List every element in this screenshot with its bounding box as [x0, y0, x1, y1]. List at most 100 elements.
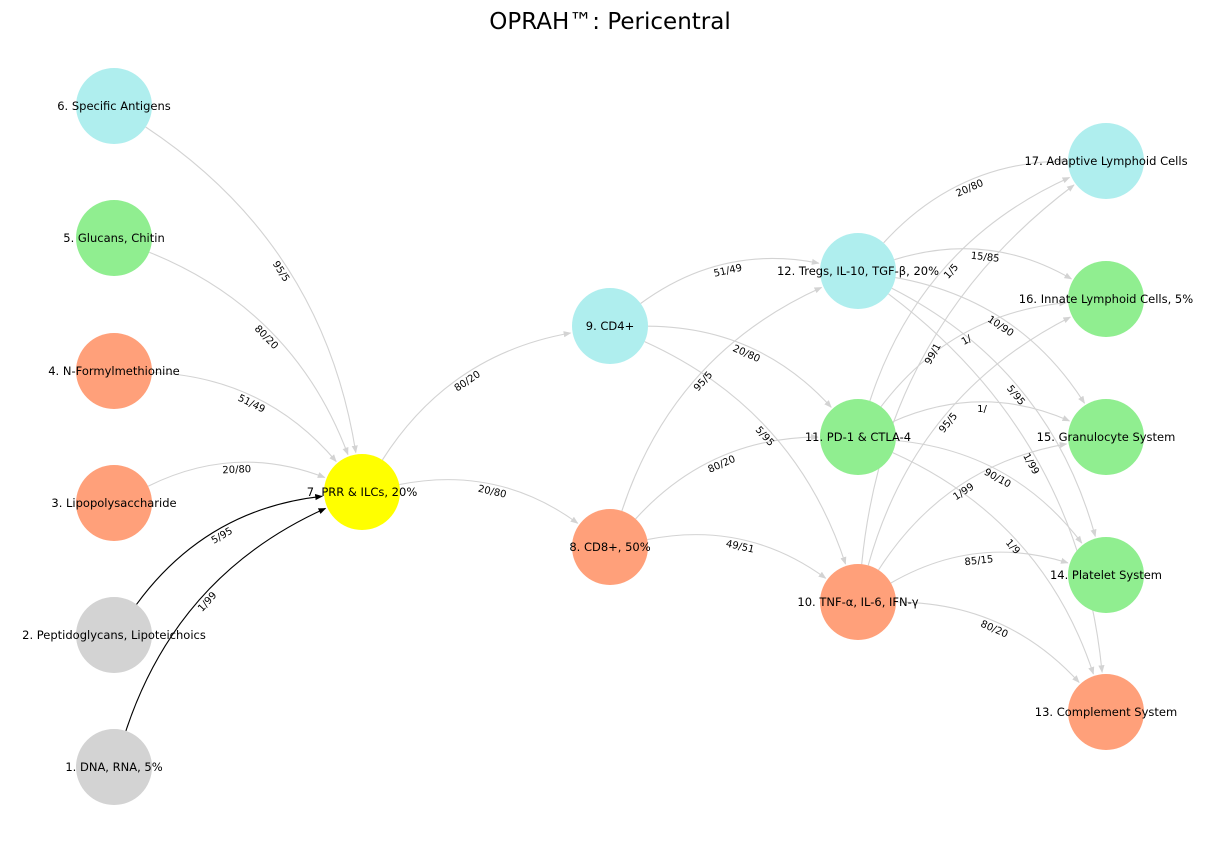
node-n9: 9. CD4+ [572, 288, 648, 364]
node-n16: 16. Innate Lymphoid Cells, 5% [1019, 261, 1193, 337]
edge-n9-n11 [647, 325, 832, 408]
edge-n12-n17 [883, 158, 1067, 244]
edge-label-n12-n16: 15/85 [970, 251, 1000, 265]
node-n8: 8. CD8+, 50% [569, 509, 651, 585]
nodes-layer: 1. DNA, RNA, 5% 2. Peptidoglycans, Lipote… [22, 68, 1193, 805]
edge-n12-n15 [895, 277, 1085, 404]
diagram-title: OPRAH™: Pericentral [489, 9, 731, 35]
node-n14: 14. Platelet System [1050, 537, 1162, 613]
edge-n6-n7 [145, 126, 358, 454]
edge-n8-n11 [635, 434, 819, 520]
edge-label-n10-n17: 99/1 [923, 342, 944, 367]
node-circle-n9 [572, 288, 648, 364]
edge-label-n10-n16: 95/5 [937, 411, 960, 435]
node-circle-n8 [572, 509, 648, 585]
node-label-n16: 16. Innate Lymphoid Cells, 5% [1019, 292, 1193, 306]
edge-n11-n13 [892, 452, 1095, 675]
edge-label-n11-n15: 1/ [977, 404, 987, 415]
node-circle-n14 [1068, 537, 1144, 613]
node-label-n15: 15. Granulocyte System [1037, 430, 1176, 444]
node-n1: 1. DNA, RNA, 5% [65, 729, 163, 805]
node-circle-n17 [1068, 123, 1144, 199]
edge-n12-n16 [894, 248, 1073, 280]
edges-layer [125, 126, 1105, 732]
node-n17: 17. Adaptive Lymphoid Cells [1024, 123, 1188, 199]
edge-n9-n12 [640, 258, 820, 304]
node-label-n2: 2. Peptidoglycans, Lipoteichoics [22, 628, 206, 642]
edge-n4-n7 [151, 371, 337, 463]
node-circle-n1 [76, 729, 152, 805]
node-circle-n3 [76, 465, 152, 541]
node-label-n12: 12. Tregs, IL-10, TGF-β, 20% [777, 264, 939, 278]
node-label-n5: 5. Glucans, Chitin [63, 231, 165, 245]
edge-n10-n15 [878, 442, 1068, 571]
edge-n8-n10 [647, 534, 827, 579]
edge-n10-n14 [890, 551, 1069, 584]
edge-n7-n9 [381, 331, 572, 461]
edge-n9-n10 [644, 341, 847, 565]
edge-n11-n17 [869, 176, 1071, 402]
edge-label-n11-n13: 1/9 [1003, 538, 1022, 557]
edge-n10-n17 [861, 184, 1075, 565]
node-n11: 11. PD-1 & CTLA-4 [805, 399, 911, 475]
node-n2: 2. Peptidoglycans, Lipoteichoics [22, 597, 206, 673]
node-label-n6: 6. Specific Antigens [57, 99, 171, 113]
edge-n10-n16 [867, 316, 1071, 566]
edge-label-n2-n7: 5/95 [210, 526, 235, 547]
node-label-n1: 1. DNA, RNA, 5% [65, 760, 162, 774]
edge-label-n11-n17: 1/5 [942, 262, 961, 281]
edge-label-n5-n7: 80/20 [252, 324, 280, 352]
edge-n2-n7 [136, 493, 323, 605]
node-circle-n15 [1068, 399, 1144, 475]
edge-label-n8-n11: 80/20 [706, 454, 737, 476]
edge-n5-n7 [148, 251, 349, 456]
edge-label-n9-n10: 5/95 [753, 425, 776, 449]
node-label-n14: 14. Platelet System [1050, 568, 1162, 582]
edge-label-n12-n13: 1/99 [1020, 452, 1041, 477]
node-n3: 3. Lipopolysaccharide [51, 465, 177, 541]
edge-n11-n15 [892, 401, 1071, 423]
node-n10: 10. TNF-α, IL-6, IFN-γ [797, 564, 919, 640]
edge-n11-n14 [895, 439, 1083, 544]
node-label-n7: 7. PRR & ILCs, 20% [307, 485, 418, 499]
edge-label-n11-n16: 1/ [960, 333, 974, 348]
node-n7: 7. PRR & ILCs, 20% [307, 454, 418, 530]
edge-n12-n14 [891, 287, 1097, 538]
node-label-n8: 8. CD8+, 50% [569, 540, 650, 554]
node-n6: 6. Specific Antigens [57, 68, 171, 144]
edge-label-n11-n14: 90/10 [982, 467, 1013, 491]
node-n15: 15. Granulocyte System [1037, 399, 1176, 475]
node-n12: 12. Tregs, IL-10, TGF-β, 20% [777, 233, 939, 309]
node-label-n17: 17. Adaptive Lymphoid Cells [1024, 154, 1187, 168]
node-n13: 13. Complement System [1035, 674, 1177, 750]
edge-n11-n16 [880, 300, 1067, 408]
edge-label-n12-n17: 20/80 [954, 178, 985, 200]
node-label-n13: 13. Complement System [1035, 705, 1177, 719]
edge-label-n10-n13: 80/20 [979, 619, 1010, 641]
edge-n10-n13 [895, 601, 1080, 683]
node-circle-n10 [820, 564, 896, 640]
node-label-n4: 4. N-Formylmethionine [48, 364, 180, 378]
node-circle-n5 [76, 200, 152, 276]
edge-n1-n7 [125, 507, 327, 732]
node-label-n11: 11. PD-1 & CTLA-4 [805, 430, 911, 444]
edge-label-n9-n11: 20/80 [731, 343, 762, 365]
node-circle-n2 [76, 597, 152, 673]
node-n4: 4. N-Formylmethionine [48, 333, 180, 409]
node-circle-n6 [76, 68, 152, 144]
edge-n7-n8 [399, 479, 579, 524]
node-label-n3: 3. Lipopolysaccharide [51, 496, 176, 510]
edge-label-n6-n7: 95/5 [270, 259, 291, 284]
edge-label-n8-n12: 95/5 [692, 370, 715, 394]
edge-n8-n12 [621, 286, 823, 512]
node-label-n9: 9. CD4+ [586, 319, 634, 333]
edge-label-n12-n14: 5/95 [1004, 384, 1027, 408]
edge-label-n4-n7: 51/49 [236, 393, 267, 416]
node-circle-n12 [820, 233, 896, 309]
node-label-n10: 10. TNF-α, IL-6, IFN-γ [797, 595, 918, 609]
node-circle-n4 [76, 333, 152, 409]
edge-n3-n7 [147, 461, 326, 487]
edge-label-n3-n7: 20/80 [222, 464, 251, 476]
node-circle-n16 [1068, 261, 1144, 337]
